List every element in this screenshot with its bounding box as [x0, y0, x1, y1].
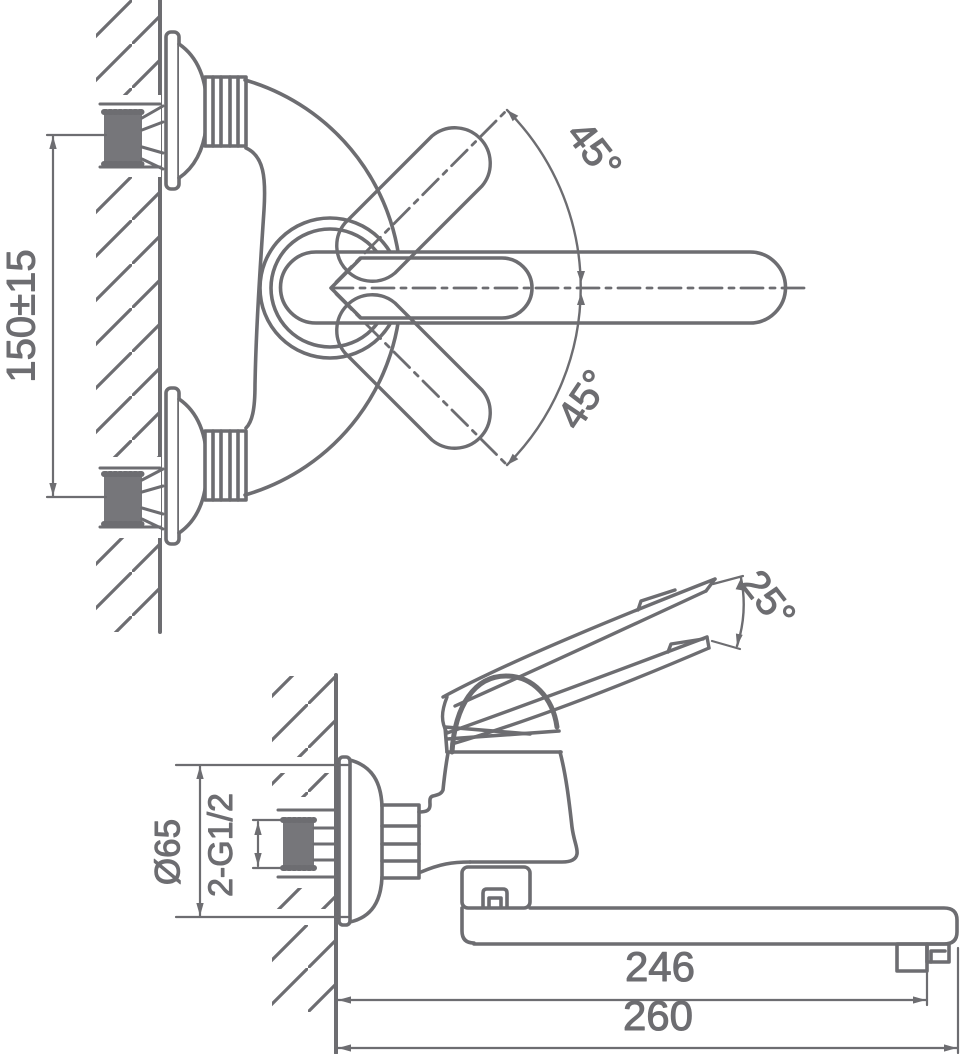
centerlines: [329, 108, 807, 467]
handle-ghost-positions: [335, 126, 492, 450]
aerator: [895, 942, 951, 973]
eccentric-connector-upper: [98, 102, 165, 171]
escutcheon-side: [337, 755, 421, 927]
dimension-150-label: 150±15: [0, 249, 44, 382]
handle-neutral-position: [278, 250, 788, 325]
lever-pivot-boss: [440, 695, 449, 735]
side-view: 25° Ø65 2-G1/2 246 260: [148, 562, 960, 1054]
eccentric-connector-side: [251, 808, 343, 879]
handle-ghost-upper: [335, 126, 492, 283]
escutcheon-diameter-label: Ø65: [148, 819, 187, 885]
handle-grip-detail: [329, 256, 534, 320]
dimension-246: [336, 969, 929, 1007]
dimension-25deg: [710, 574, 745, 651]
swing-upper-label: 45°: [558, 113, 630, 188]
spout-reach-label: 246: [625, 943, 695, 990]
lever-side-view: [440, 577, 717, 746]
top-view: 150±15 45° 45°: [0, 0, 807, 634]
handle-ghost-lower: [335, 293, 492, 450]
eccentric-connector-lower: [98, 466, 165, 531]
connection-thread-label: 2-G1/2: [202, 793, 240, 897]
swing-dimension: [505, 108, 585, 467]
spout: [472, 906, 959, 973]
escutcheon-lower: [164, 386, 248, 546]
swing-lower-label: 45°: [549, 362, 619, 437]
dimension-150: [45, 133, 108, 499]
lever-closed-position: [445, 635, 711, 746]
dimension-260: [336, 946, 960, 1054]
lever-raised-position: [441, 577, 717, 708]
escutcheon-upper: [164, 30, 248, 191]
overall-depth-label: 260: [623, 992, 693, 1039]
dimension-dia65: [174, 763, 350, 919]
